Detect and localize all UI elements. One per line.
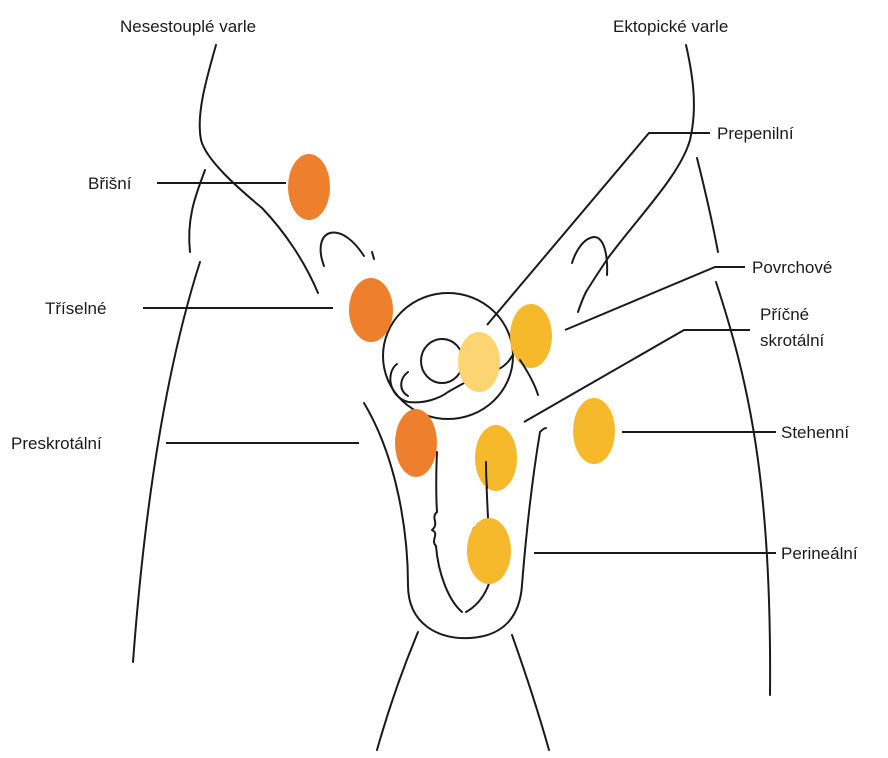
leader-lines	[143, 133, 776, 553]
superficial-testis	[510, 304, 552, 368]
transverse-scrotal-testis	[475, 425, 517, 491]
left-inguinal-tick	[372, 252, 374, 259]
label-perineal: Perineální	[781, 544, 858, 563]
body-outline	[133, 45, 770, 750]
testis-markers	[288, 154, 615, 584]
left-inguinal-curl	[321, 233, 364, 266]
heading-undescended: Nesestouplé varle	[120, 17, 256, 36]
label-transverse-line1: Příčné	[760, 305, 809, 324]
penis-inner-fold	[401, 372, 408, 396]
scrotal-septum-wavy-left	[432, 512, 462, 612]
right-hip-curve	[697, 158, 718, 252]
inguinal-testis	[349, 278, 393, 342]
femoral-testis	[573, 398, 615, 464]
glans-ring	[421, 339, 463, 383]
label-femoral: Stehenní	[781, 423, 849, 442]
abdominal-testis	[288, 154, 330, 220]
right-inner-leg	[512, 635, 549, 750]
left-inner-leg	[377, 632, 418, 750]
label-inguinal: Tříselné	[45, 299, 106, 318]
scrotum-outline	[364, 403, 540, 638]
label-prepenile: Prepenilní	[717, 124, 794, 143]
prepenile-leader	[487, 133, 710, 325]
text-labels: Nesestouplé varle Ektopické varle Břišní…	[11, 17, 858, 563]
prescrotal-testis	[395, 409, 437, 477]
transverse-inner-line	[486, 462, 487, 488]
scrotum-right-upper	[540, 428, 546, 432]
right-inguinal-curl	[572, 237, 607, 275]
heading-ectopic: Ektopické varle	[613, 17, 728, 36]
label-abdominal: Břišní	[88, 174, 132, 193]
right-spermatic-line	[578, 292, 586, 312]
perineal-testis	[467, 518, 511, 584]
transverse-leader	[524, 330, 750, 422]
scrotal-septum-left	[436, 452, 437, 512]
right-flank-outline	[586, 45, 694, 292]
superficial-leader	[565, 267, 745, 330]
label-transverse-line2: skrotální	[760, 331, 825, 350]
left-thigh-outline	[133, 262, 200, 662]
label-superficial: Povrchové	[752, 258, 832, 277]
prepenile-testis	[458, 332, 500, 392]
label-prescrotal: Preskrotální	[11, 434, 102, 453]
